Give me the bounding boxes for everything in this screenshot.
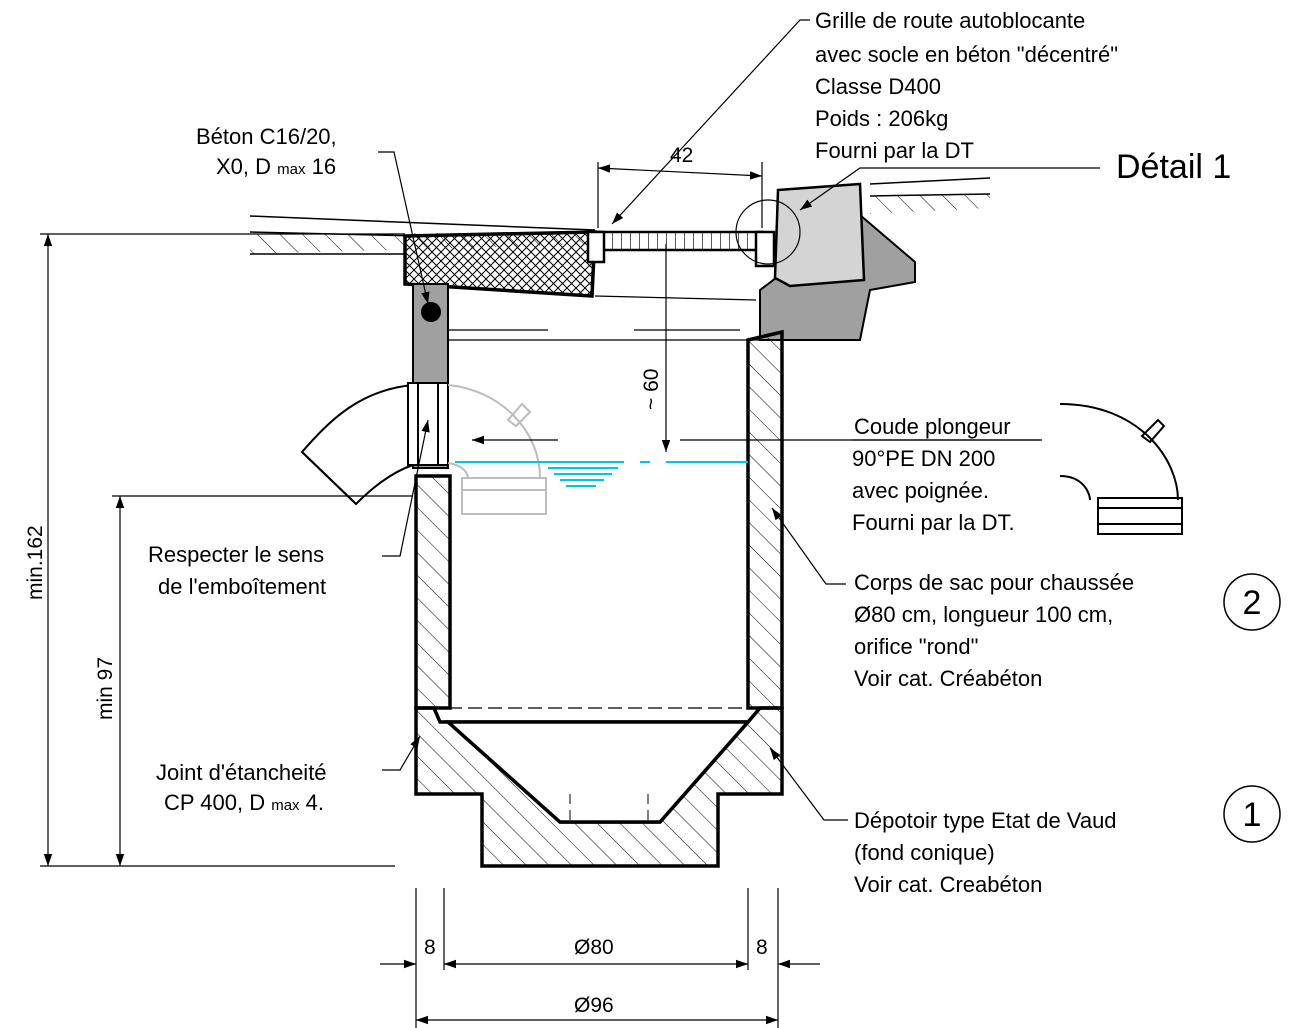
corps-label-4: Voir cat. Créabéton: [854, 666, 1042, 691]
beton-label-1: Béton C16/20,: [196, 124, 337, 149]
depotoir-guides: [569, 794, 649, 820]
grille-label-1: Grille de route autoblocante: [815, 8, 1085, 33]
gully-body: [414, 329, 784, 710]
grille-label-2: avec socle en béton "décentré": [815, 42, 1118, 67]
coude-label-3: avec poignée.: [852, 478, 989, 503]
dim-min162: min.162: [24, 525, 47, 600]
coude-label-4: Fourni par la DT.: [852, 510, 1015, 535]
callout-2: 2: [1223, 573, 1281, 631]
depotoir-label-1: Dépotoir type Etat de Vaud: [854, 808, 1117, 833]
grille-label-4: Poids : 206kg: [815, 106, 948, 131]
grille-label-3: Classe D400: [815, 74, 941, 99]
coude-label-1: Coude plongeur: [854, 414, 1011, 439]
dim-80: Ø80: [574, 936, 614, 959]
detail-label: Détail 1: [1116, 148, 1231, 186]
depotoir-label-3: Voir cat. Creabéton: [854, 872, 1042, 897]
anchor-dot: [421, 302, 441, 322]
corps-label-1: Corps de sac pour chaussée: [854, 570, 1134, 595]
coude-plongeur-phantom: [447, 384, 547, 515]
dim-96: Ø96: [574, 994, 614, 1017]
callout-1: 1: [1223, 785, 1281, 843]
svg-text:2: 2: [1243, 584, 1262, 622]
dim-min97: min 97: [94, 657, 117, 720]
joint-label-1: Joint d'étancheité: [156, 760, 327, 785]
depotoir-inner: [443, 720, 752, 824]
dim-42: 42: [670, 144, 693, 167]
svg-text:1: 1: [1243, 796, 1262, 834]
road-grille: [449, 230, 776, 341]
depotoir-label-2: (fond conique): [854, 840, 995, 865]
dim-8-left: 8: [424, 936, 436, 959]
concrete-foundation: [403, 230, 597, 298]
respecter-label-2: de l'emboîtement: [158, 574, 326, 599]
water-level: [455, 461, 748, 487]
respecter-label-1: Respecter le sens: [148, 542, 324, 567]
beton-label-2: X0, D max 16: [216, 154, 336, 179]
dim-60: ~ 60: [640, 369, 663, 410]
corps-label-3: orifice "rond": [854, 634, 978, 659]
dim-8-right: 8: [756, 936, 768, 959]
dimension-lines: [40, 162, 820, 1028]
coude-inset-icon: [1059, 403, 1183, 535]
corps-label-2: Ø80 cm, longueur 100 cm,: [854, 602, 1113, 627]
curb-stone: [773, 182, 866, 288]
grille-label-5: Fourni par la DT: [815, 138, 974, 163]
joint-label-2: CP 400, D max 4.: [164, 790, 324, 815]
outlet-pipe: [300, 382, 449, 506]
coude-label-2: 90°PE DN 200: [852, 446, 995, 471]
detail-circle: [735, 199, 801, 265]
